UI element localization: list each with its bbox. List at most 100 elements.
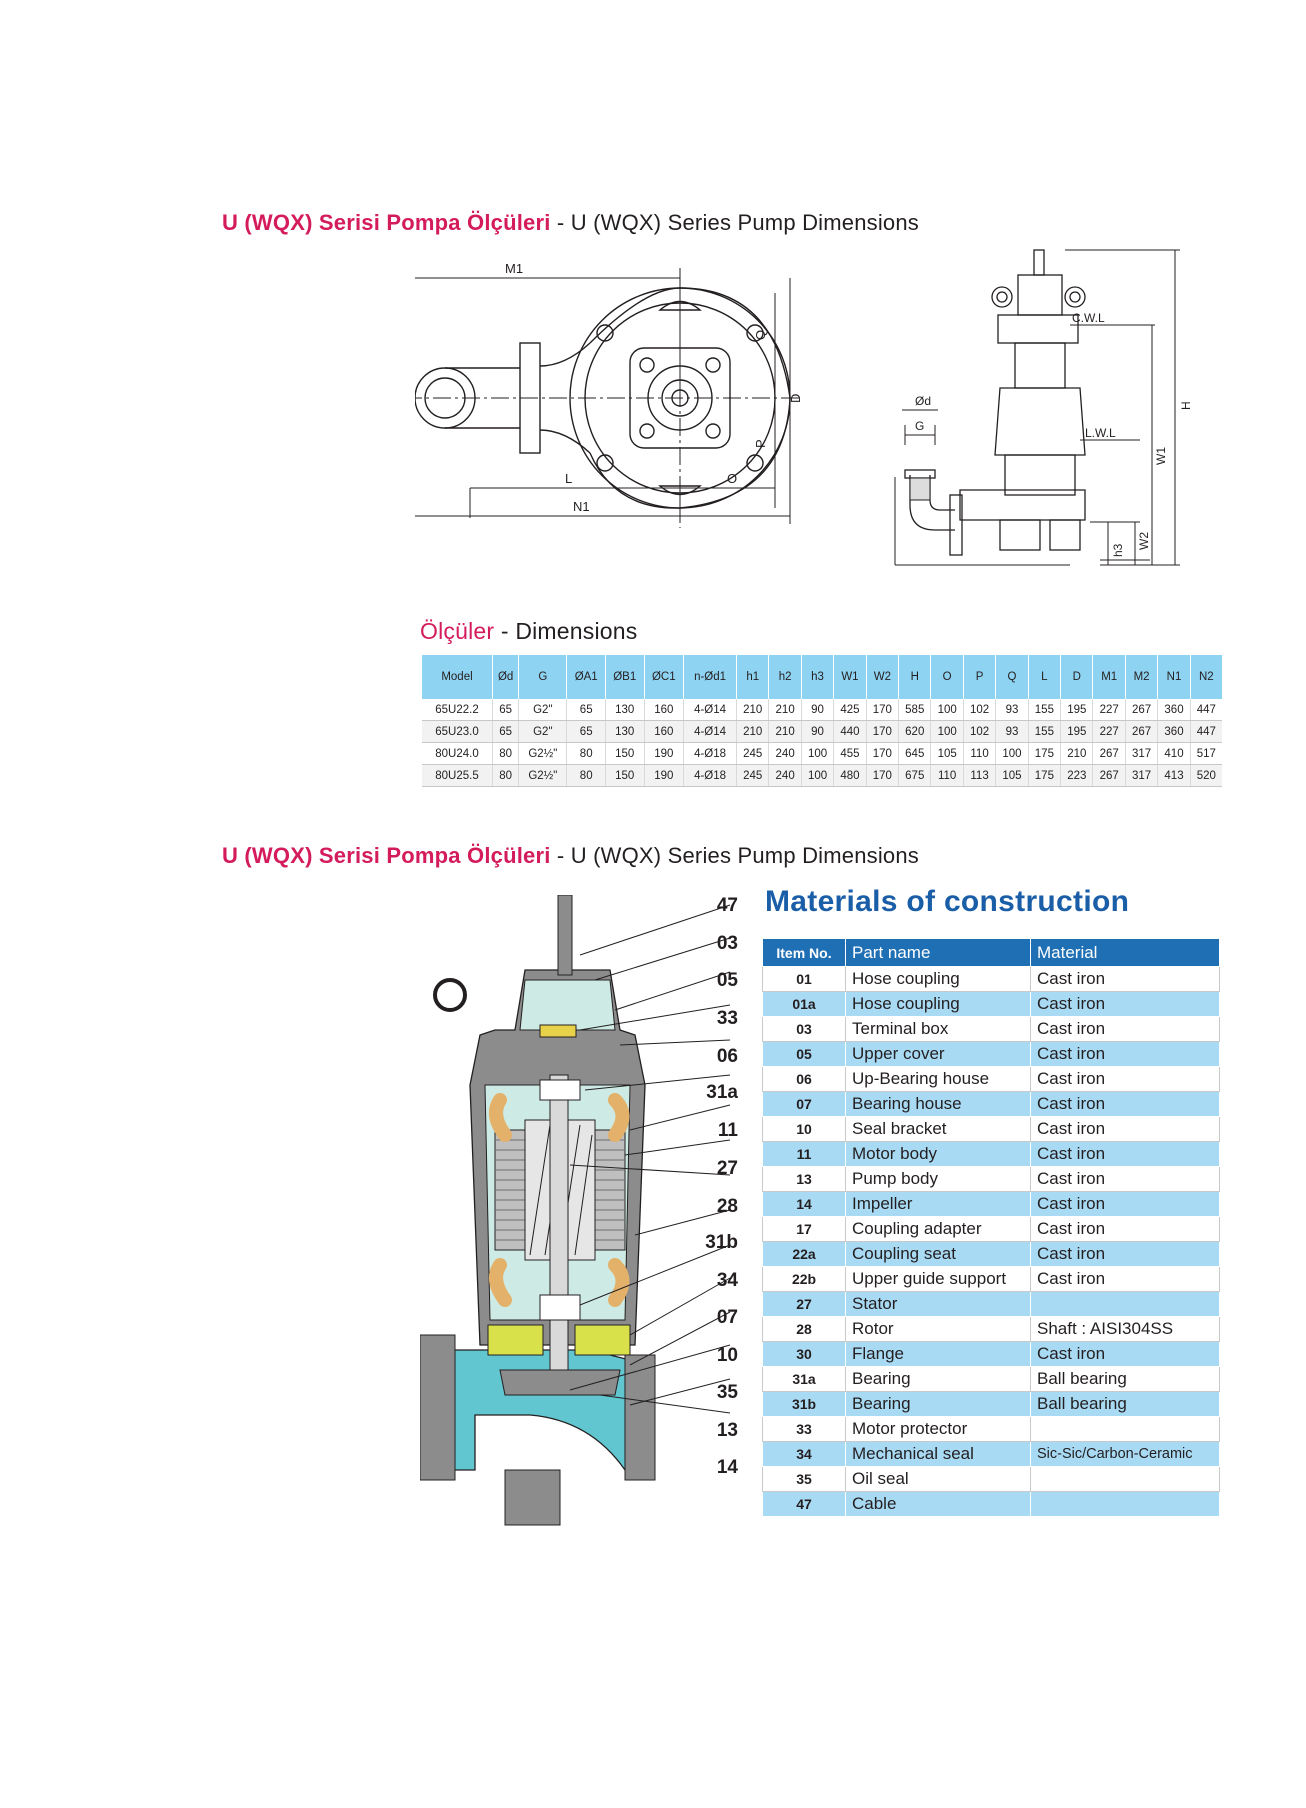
part-name: Upper cover [845, 1041, 1031, 1067]
material: Cast iron [1030, 1141, 1220, 1167]
label-D: D [788, 394, 803, 403]
dimensions-cell: 267 [1092, 764, 1126, 787]
dimensions-cell: 102 [963, 699, 997, 721]
dimensions-cell: 620 [898, 720, 932, 743]
label-L: L [565, 471, 572, 486]
dimensions-cell: 170 [866, 720, 900, 743]
dimensions-cell: 4-Ø14 [683, 720, 738, 743]
part-name: Seal bracket [845, 1116, 1031, 1142]
dimensions-cell: 4-Ø14 [683, 699, 738, 721]
material: Cast iron [1030, 1241, 1220, 1267]
material: Cast iron [1030, 1091, 1220, 1117]
label-Q: Q [753, 330, 768, 340]
dimensions-cell: 100 [801, 742, 835, 765]
material: Ball bearing [1030, 1366, 1220, 1392]
dimensions-cell: 170 [866, 742, 900, 765]
part-name: Motor body [845, 1141, 1031, 1167]
label-O: O [727, 471, 737, 486]
dimensions-cell: 65 [566, 720, 606, 743]
dimensions-column-header: ØB1 [605, 655, 645, 699]
dimensions-column-header: Ød [492, 655, 520, 699]
dimensions-cell: 240 [768, 742, 802, 765]
dimensions-cell: 65 [566, 699, 606, 721]
section-heading-dimensions: Ölçüler - Dimensions [420, 618, 637, 645]
dimensions-cell: G2" [518, 699, 568, 721]
label-N1: N1 [573, 499, 590, 514]
material [1030, 1291, 1220, 1317]
dimensions-column-header: M2 [1125, 655, 1159, 699]
dimensions-cell: 90 [801, 699, 835, 721]
item-number: 35 [762, 1466, 846, 1492]
dimensions-cell: 267 [1125, 720, 1159, 743]
section-heading-top: U (WQX) Serisi Pompa Ölçüleri - U (WQX) … [222, 210, 919, 236]
part-name: Motor protector [845, 1416, 1031, 1442]
dimensions-cell: 645 [898, 742, 932, 765]
dimensions-column-header: W1 [833, 655, 867, 699]
dimensions-cell: 440 [833, 720, 867, 743]
dimensions-column-header: M1 [1092, 655, 1126, 699]
dimensions-cell: 105 [995, 764, 1029, 787]
material [1030, 1466, 1220, 1492]
part-name: Coupling seat [845, 1241, 1031, 1267]
heading-english: Dimensions [515, 618, 638, 644]
part-name: Impeller [845, 1191, 1031, 1217]
callout-number: 34 [716, 1270, 738, 1291]
label-W2: W2 [1137, 532, 1151, 550]
material: Cast iron [1030, 1041, 1220, 1067]
dimensions-cell: 360 [1157, 720, 1191, 743]
material: Cast iron [1030, 1341, 1220, 1367]
callout-number: 07 [716, 1307, 738, 1328]
item-number: 01 [762, 966, 846, 992]
part-name: Bearing house [845, 1091, 1031, 1117]
dimensions-cell: 360 [1157, 699, 1191, 721]
heading-turkish: U (WQX) Serisi Pompa Ölçüleri [222, 843, 551, 868]
heading-separator: - [550, 843, 571, 868]
callout-number: 35 [716, 1382, 738, 1403]
dimensions-cell: 160 [644, 720, 685, 743]
part-name: Upper guide support [845, 1266, 1031, 1292]
dimensions-cell: 480 [833, 764, 867, 787]
part-name: Stator [845, 1291, 1031, 1317]
part-name: Terminal box [845, 1016, 1031, 1042]
callout-number: 47 [716, 895, 738, 916]
dimensions-cell: 190 [644, 742, 685, 765]
dimensions-column-header: Q [995, 655, 1029, 699]
dimensions-cell: 130 [605, 699, 645, 721]
dimensions-cell: 317 [1125, 742, 1159, 765]
item-number: 05 [762, 1041, 846, 1067]
dimensions-cell: 267 [1125, 699, 1159, 721]
item-number: 10 [762, 1116, 846, 1142]
dimensions-cell: 227 [1092, 720, 1126, 743]
label-M1: M1 [505, 261, 523, 276]
item-number: 28 [762, 1316, 846, 1342]
material: Cast iron [1030, 1266, 1220, 1292]
heading-turkish: U (WQX) Serisi Pompa Ölçüleri [222, 210, 551, 235]
callout-number: 31a [706, 1082, 738, 1103]
dimensions-cell: 65U23.0 [422, 720, 493, 743]
label-cwl: C.W.L [1072, 311, 1105, 325]
pump-side-view-drawing: C.W.L L.W.L Ød G H W1 W2 h1 h3 [890, 249, 1193, 566]
material: Cast iron [1030, 1216, 1220, 1242]
item-number: 13 [762, 1166, 846, 1192]
dimensions-cell: 93 [995, 699, 1029, 721]
heading-separator: - [494, 618, 516, 644]
item-number: 11 [762, 1141, 846, 1167]
callout-number: 28 [716, 1196, 738, 1217]
item-number: 27 [762, 1291, 846, 1317]
dimensions-cell: 210 [1060, 742, 1094, 765]
dimensions-cell: 110 [963, 742, 997, 765]
dimensions-cell: 410 [1157, 742, 1191, 765]
dimensions-cell: 80 [492, 742, 520, 765]
part-name: Hose coupling [845, 991, 1031, 1017]
part-name: Pump body [845, 1166, 1031, 1192]
